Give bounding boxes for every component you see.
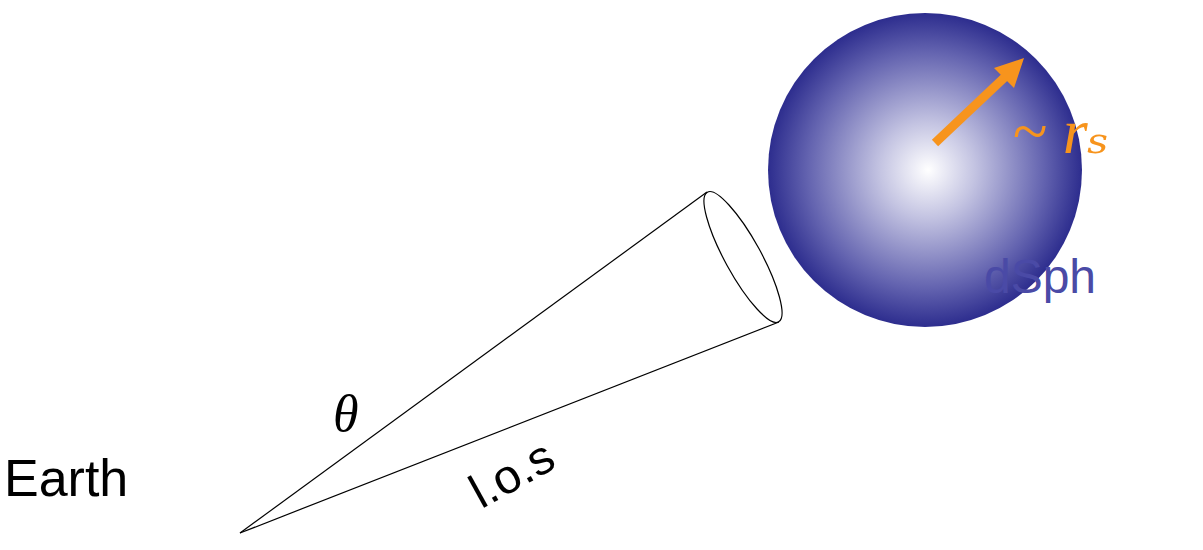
- scale-radius-label: ~ rₛ: [1012, 100, 1109, 164]
- cone-edge: [240, 322, 779, 533]
- galaxy-name: dSph: [984, 253, 1096, 301]
- angle-label: θ: [333, 388, 359, 440]
- radius-arrow-shaft: [935, 76, 1006, 143]
- earth-label: Earth: [4, 452, 128, 504]
- cone-edge: [240, 192, 707, 533]
- radius-arrow-head: [994, 58, 1024, 88]
- dwarf-galaxy-sphere: dSph: [768, 13, 1082, 327]
- cone: [240, 183, 794, 533]
- line-of-sight-label: l.o.s: [462, 432, 562, 517]
